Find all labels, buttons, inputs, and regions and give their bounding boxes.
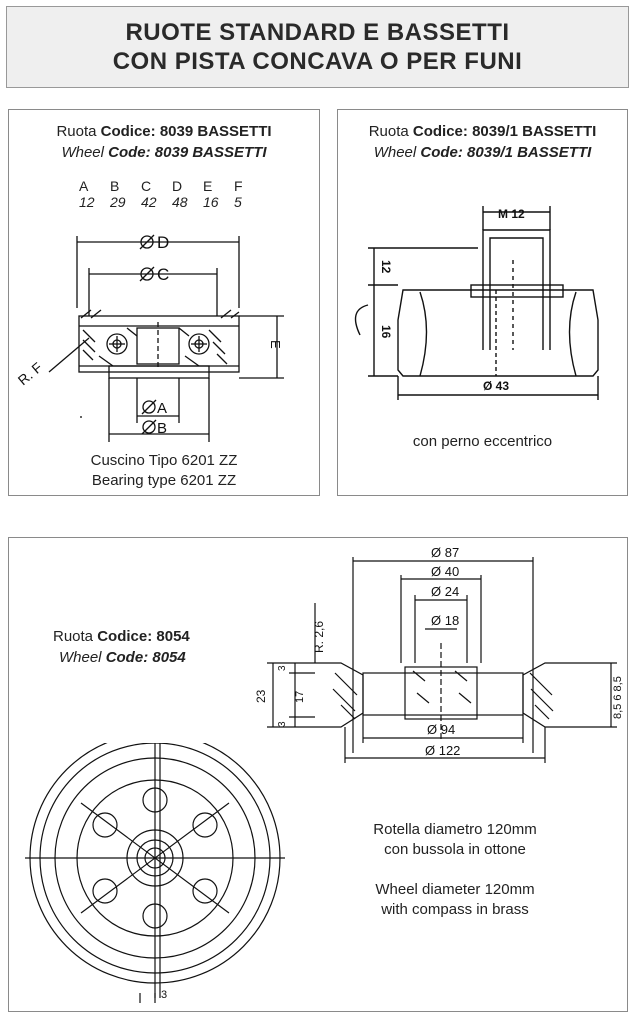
dim-a-label: A	[157, 400, 167, 417]
dim-m12-label: M 12	[498, 207, 525, 221]
bearing-type-it: Cuscino Tipo 6201 ZZ	[90, 452, 238, 469]
panel-wheel-8054: Ruota Codice: 8054 Wheel Code: 8054	[8, 537, 628, 1012]
dimension-table: A B C D E F 12 29 42 48 16 5	[79, 178, 265, 210]
dimension-values-row: 12 29 42 48 16 5	[79, 194, 265, 210]
panel1-title-prefix: Ruota	[56, 123, 101, 140]
dim-3a-label: 3	[277, 665, 288, 671]
value-d: 48	[172, 194, 188, 210]
letter-b: B	[110, 178, 120, 194]
panel2-subtitle-code: 8039/1 BASSETTI	[462, 144, 592, 161]
dim-122-label: Ø 122	[425, 743, 460, 758]
panel3-subtitle: Wheel Code: 8054	[59, 648, 186, 668]
wheel-8039-1-drawing: M 12 12 16 Ø 43	[354, 206, 599, 400]
panel2-subtitle: Wheel Code: 8039/1 BASSETTI	[338, 143, 627, 163]
panel2-title: Ruota Codice: 8039/1 BASSETTI	[338, 122, 627, 142]
panel3-subtitle-prefix: Wheel	[59, 649, 106, 666]
dim-43-label: Ø 43	[483, 379, 509, 393]
dim-17-label: 17	[294, 691, 306, 703]
dim-rf-label: R. F	[15, 359, 46, 388]
panel1-subtitle-prefix: Wheel	[61, 144, 109, 161]
header-title-line1: RUOTE STANDARD E BASSETTI	[125, 19, 510, 46]
eccentric-pin-note: con perno eccentrico	[412, 433, 553, 450]
dim-12-label: 12	[379, 260, 393, 274]
desc-diameter-it: Rotella diametro 120mm	[373, 821, 537, 838]
panel1-subtitle: Wheel Code: 8039 BASSETTI	[9, 143, 319, 163]
panel-wheel-8039-1: Ruota Codice: 8039/1 BASSETTI Wheel Code…	[337, 109, 628, 496]
dim-40-label: Ø 40	[431, 564, 459, 579]
dim-16-label: 16	[379, 325, 393, 339]
dimension-letters-row: A B C D E F	[79, 178, 265, 194]
panel1-subtitle-code: 8039 BASSETTI	[150, 144, 267, 161]
panel1-code: 8039 BASSETTI	[155, 123, 272, 140]
dim-e-label: E	[268, 340, 283, 349]
panel3-title: Ruota Codice: 8054	[53, 627, 190, 647]
value-b: 29	[110, 194, 126, 210]
value-a: 12	[79, 194, 95, 210]
panel-wheel-8039: Ruota Codice: 8039 BASSETTI Wheel Code: …	[8, 109, 320, 496]
dim-3c-label: 3	[161, 989, 167, 1001]
header-title-line2: CON PISTA CONCAVA O PER FUNI	[112, 48, 523, 75]
letter-c: C	[141, 178, 152, 194]
letter-f: F	[234, 178, 243, 194]
letter-d: D	[172, 178, 183, 194]
panel3-code: 8054	[152, 628, 190, 645]
dim-3b-label: 3	[277, 721, 288, 727]
dim-r26-label: R. 2,6	[312, 621, 326, 653]
page-header: RUOTE STANDARD E BASSETTI CON PISTA CONC…	[6, 6, 629, 88]
letter-a: A	[79, 178, 89, 194]
panel3-subtitle-code-label: Code:	[105, 649, 149, 666]
value-f: 5	[234, 194, 242, 210]
wheel-8039-drawing: D C A B E R. F	[15, 233, 284, 442]
dim-24-label: Ø 24	[431, 584, 459, 599]
dim-b-label: B	[157, 420, 167, 437]
panel3-subtitle-code: 8054	[148, 649, 186, 666]
panel3-code-label: Codice:	[97, 628, 153, 645]
wheel-8054-section-drawing: Ø 87 Ø 40 Ø 24 Ø 18 Ø 94 Ø 122 R. 2,6 3 …	[254, 545, 624, 763]
dim-d-label: D	[157, 233, 169, 252]
desc-compass-en: with compass in brass	[381, 901, 529, 918]
dim-23-label: 23	[254, 689, 268, 703]
dim-87-label: Ø 87	[431, 545, 459, 560]
panel1-subtitle-code-label: Code:	[108, 144, 151, 161]
panel2-subtitle-code-label: Code:	[420, 144, 463, 161]
panel2-code-label: Codice:	[412, 123, 468, 140]
dim-c-label: C	[157, 265, 169, 284]
bearing-type-en: Bearing type 6201 ZZ	[91, 472, 237, 489]
value-c: 42	[141, 194, 157, 210]
desc-bushing-it: con bussola in ottone	[384, 841, 526, 858]
desc-diameter-en: Wheel diameter 120mm	[375, 881, 535, 898]
panel2-subtitle-prefix: Wheel	[373, 144, 421, 161]
panel1-title: Ruota Codice: 8039 BASSETTI	[9, 122, 319, 142]
panel2-title-prefix: Ruota	[368, 123, 413, 140]
value-e: 16	[203, 194, 219, 210]
letter-e: E	[203, 178, 213, 194]
wheel-8054-front-drawing: 3	[25, 743, 285, 1003]
panel2-code: 8039/1 BASSETTI	[467, 123, 597, 140]
dim-94-label: Ø 94	[427, 722, 455, 737]
panel1-code-label: Codice:	[100, 123, 156, 140]
dim-right-label: 8,5 6 8,5	[612, 676, 624, 719]
dim-18-label: Ø 18	[431, 613, 459, 628]
panel3-title-prefix: Ruota	[53, 628, 98, 645]
